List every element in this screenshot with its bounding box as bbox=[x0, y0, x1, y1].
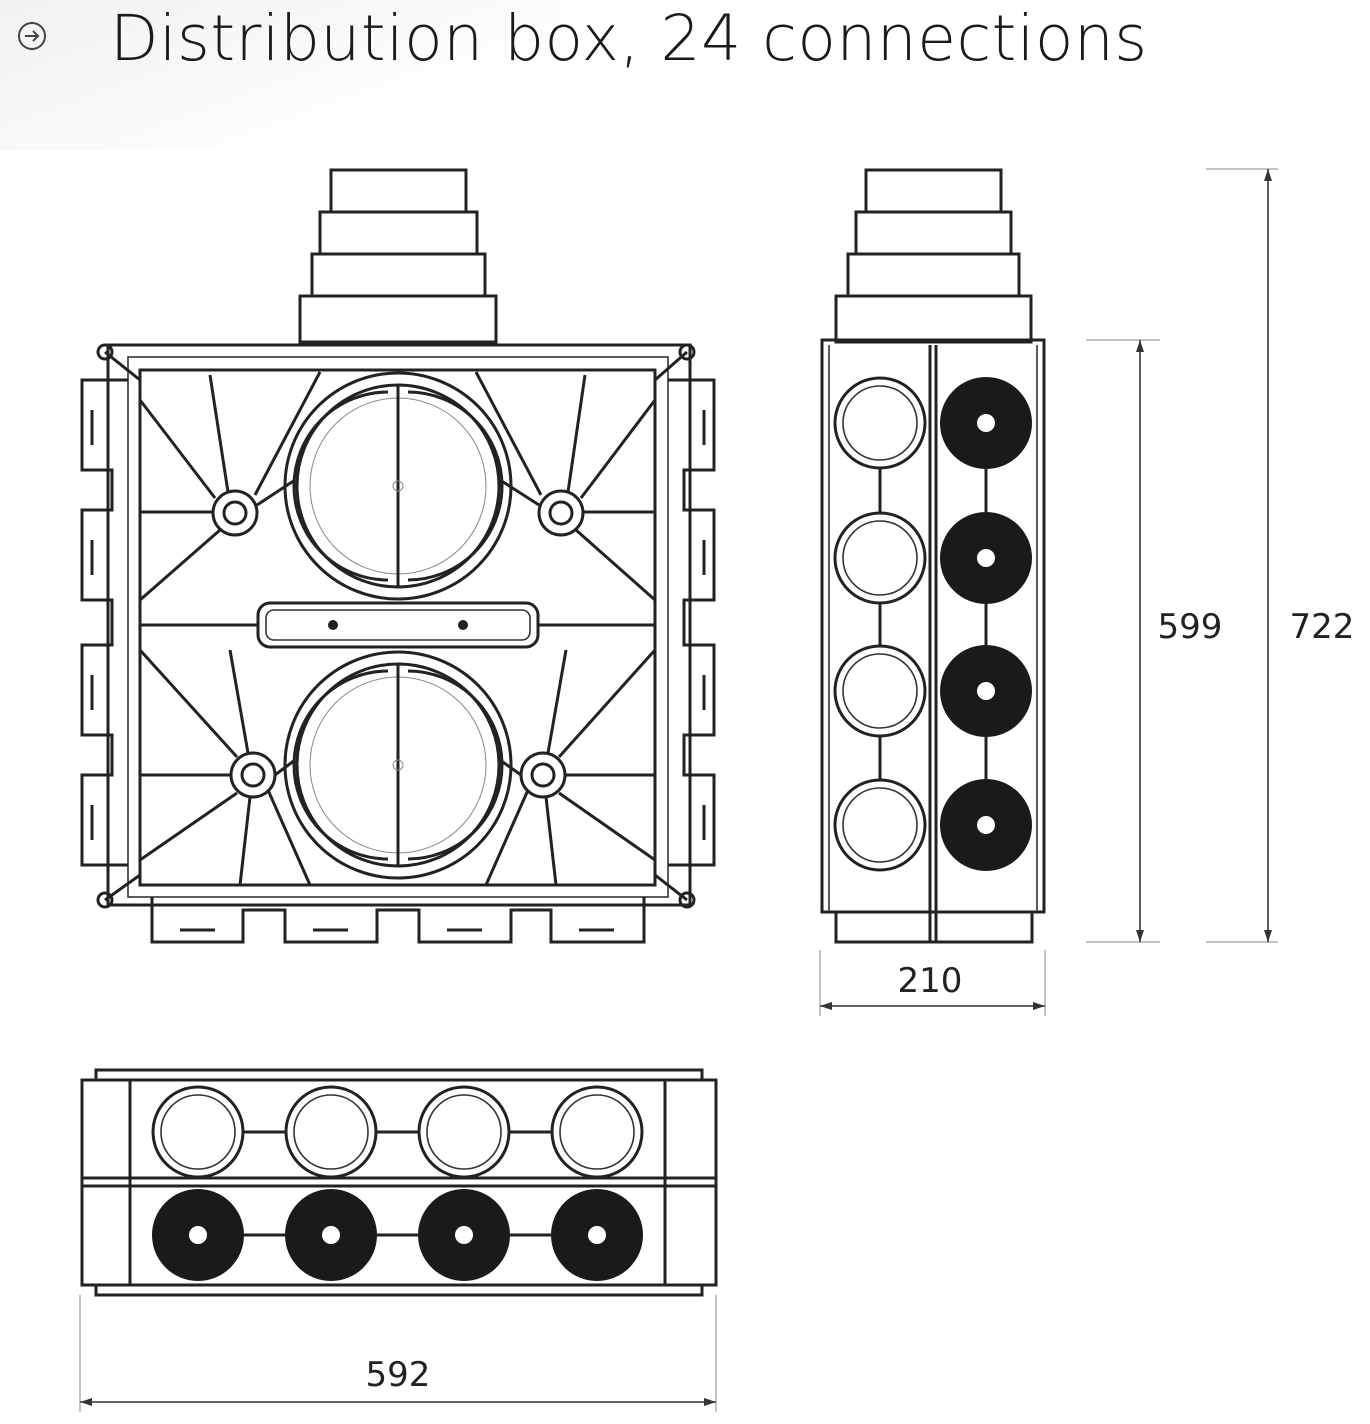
dimension-lines bbox=[79, 168, 1278, 1412]
dimension-side-width: 210 bbox=[898, 961, 963, 1001]
page-title: Distribution box, 24 connections bbox=[110, 2, 1148, 75]
dimension-bottom-width: 592 bbox=[366, 1355, 431, 1395]
dimension-box-height: 599 bbox=[1158, 607, 1223, 647]
arrow-right-circle-icon bbox=[18, 22, 46, 50]
front-view bbox=[80, 168, 716, 944]
side-view bbox=[820, 168, 1046, 944]
header-decoration bbox=[0, 0, 560, 150]
dimension-total-height: 722 bbox=[1290, 607, 1355, 647]
bottom-view bbox=[80, 1068, 718, 1297]
